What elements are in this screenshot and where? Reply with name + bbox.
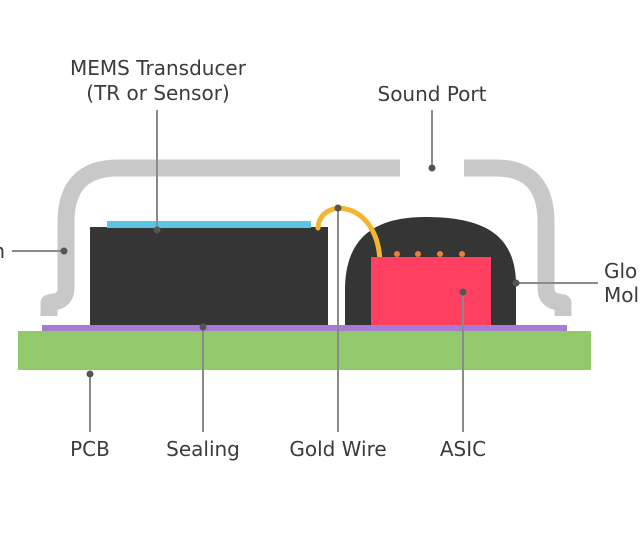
sealing-layer [42,325,567,331]
label-lid-partial: n [0,239,5,263]
lid-right-half [464,159,572,316]
label-asic: ASIC [440,437,486,461]
pcb-board [18,331,591,370]
dot-pcb [86,370,94,378]
label-gold-wire: Gold Wire [289,437,386,461]
label-sealing: Sealing [166,437,240,461]
leader-dots [60,164,520,378]
label-mems-line2: (TR or Sensor) [86,81,229,105]
label-glob-line1: Glo [604,259,637,283]
label-pcb: PCB [70,437,110,461]
dot-lid [60,247,68,255]
asic-pad [394,251,400,257]
mems-transducer [90,227,328,325]
label-sound-port: Sound Port [378,82,487,106]
asic-pad [437,251,443,257]
asic-pads [394,251,465,257]
asic-pad [459,251,465,257]
label-mems-line1: MEMS Transducer [70,56,247,80]
dot-mems [153,226,161,234]
dot-sound-port [428,164,436,172]
dot-glob [512,279,520,287]
dot-asic [459,288,467,296]
gold-wire [315,205,383,265]
lid [40,159,572,316]
dot-gold-wire [334,204,342,212]
mems-membrane [107,221,311,228]
leader-lines [12,110,598,432]
lid-left-half [40,159,400,316]
label-glob-line2: Mol [604,283,639,307]
asic-pad [415,251,421,257]
dot-sealing [199,323,207,331]
asic-chip [371,257,491,325]
